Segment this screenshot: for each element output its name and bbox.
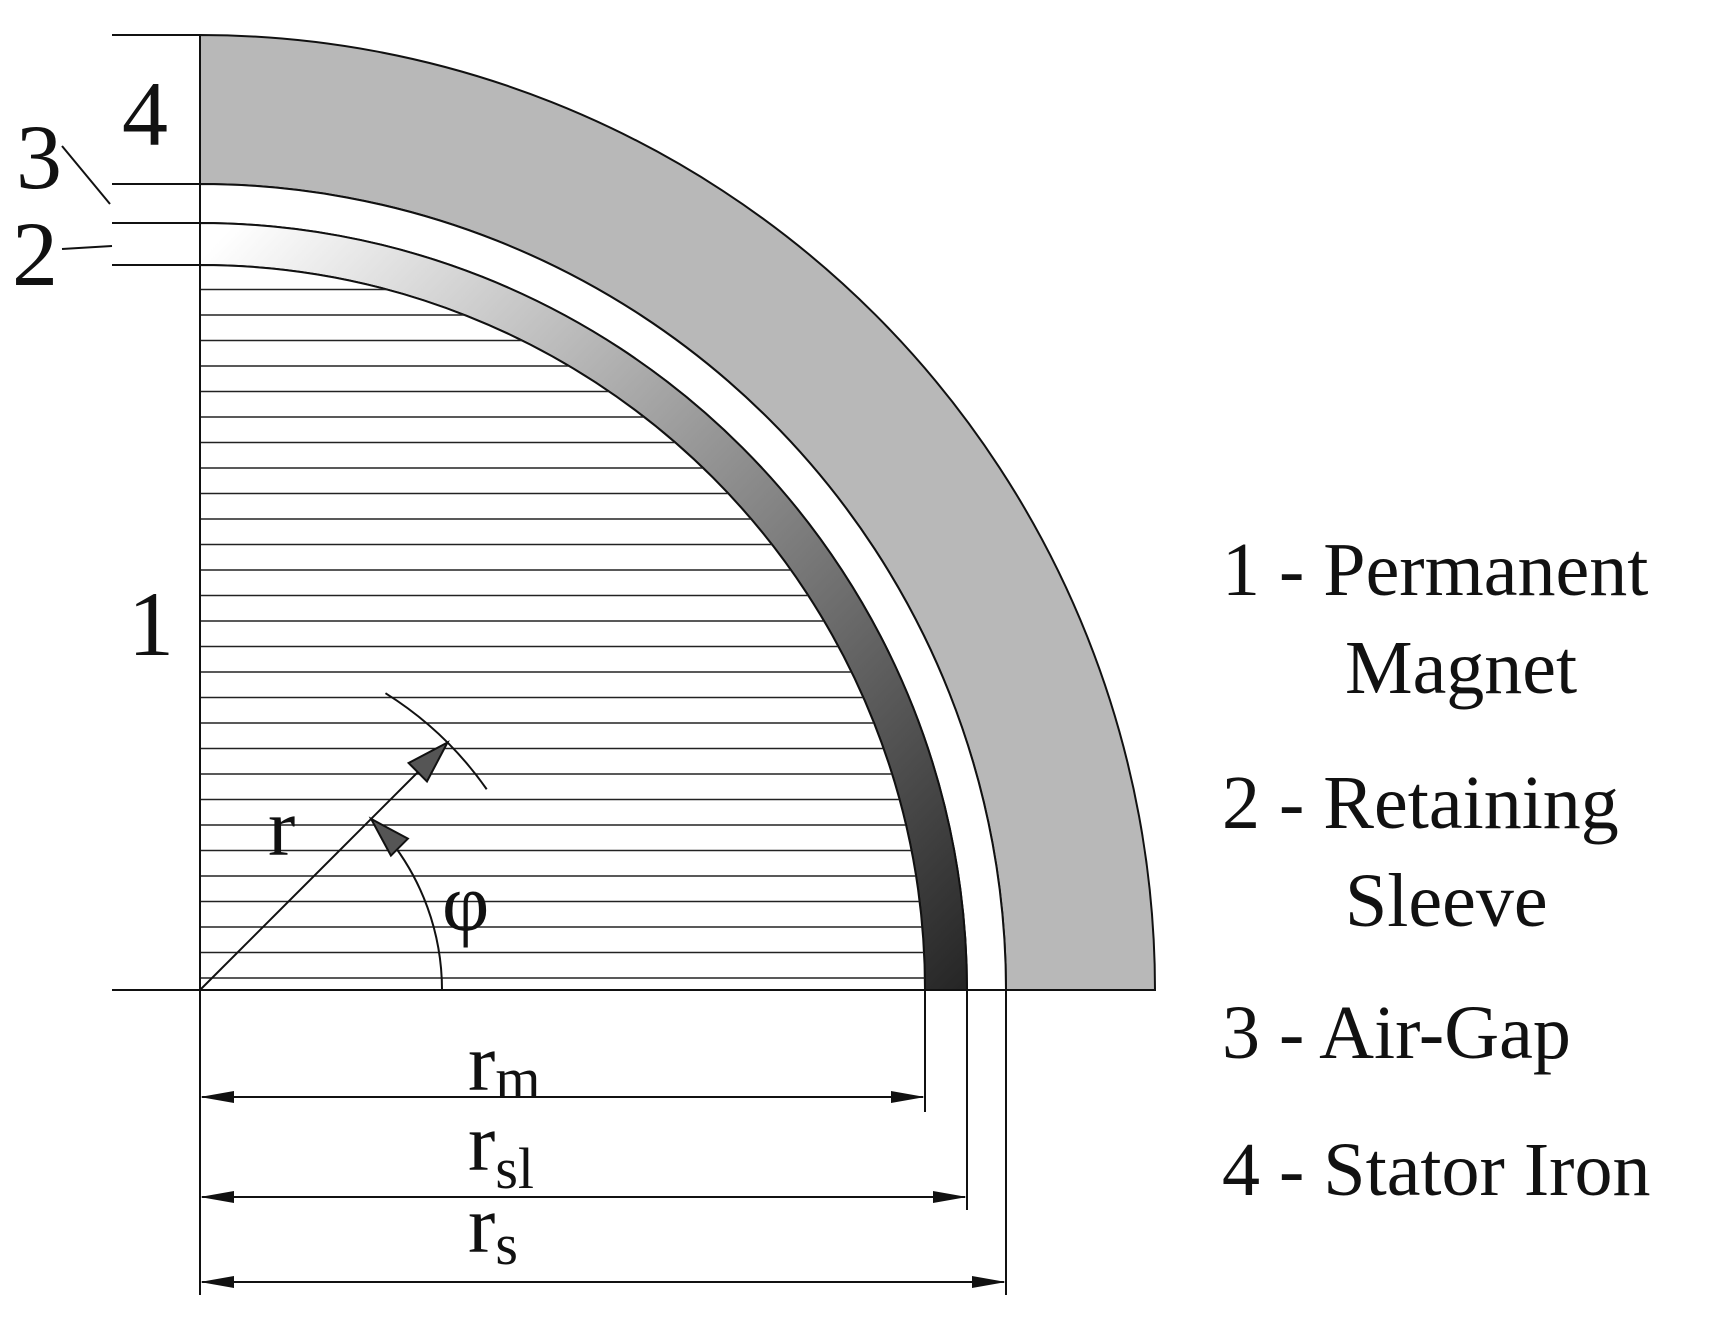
label-layer-3: 3 — [16, 106, 62, 208]
dimension-rsl-arrow-right — [933, 1191, 967, 1203]
leader-layer-2 — [61, 245, 113, 250]
label-layer-4: 4 — [122, 63, 168, 165]
label-rsl-main: r — [468, 1097, 495, 1188]
legend-item-4: 4 - Stator Iron — [1222, 1128, 1650, 1212]
leader-layer-3 — [61, 145, 111, 205]
radius-vector — [199, 755, 435, 991]
legend-item-2-line-1: 2 - Retaining — [1222, 761, 1619, 845]
label-rs-sub: s — [495, 1212, 518, 1277]
dimension-rsl-arrow-left — [200, 1191, 234, 1203]
label-layer-1: 1 — [128, 573, 174, 675]
legend-item-1-line-2: Magnet — [1345, 626, 1577, 710]
dimension-rs-arrow-left — [200, 1276, 234, 1288]
label-rsl-sub: sl — [495, 1136, 534, 1201]
label-rm: rm — [468, 1017, 540, 1111]
dimension-rm-arrow-left — [200, 1091, 234, 1103]
label-rm-sub: m — [495, 1046, 540, 1111]
symbol-angle: φ — [442, 857, 489, 948]
legend: 1 - Permanent Magnet 2 - Retaining Sleev… — [1222, 528, 1650, 1212]
label-rm-main: r — [468, 1017, 495, 1108]
radius-dimensions — [200, 1091, 1006, 1288]
dimension-rs-arrow-right — [972, 1276, 1006, 1288]
legend-item-1-line-1: 1 - Permanent — [1222, 528, 1648, 612]
legend-item-2-line-2: Sleeve — [1345, 859, 1548, 943]
label-layer-2: 2 — [12, 203, 58, 305]
dimension-guides — [112, 34, 1155, 1295]
radius-reference-arc — [384, 692, 488, 790]
label-rsl: rsl — [468, 1097, 534, 1201]
angle-arrowhead — [368, 816, 410, 858]
dimension-rm-arrow-right — [891, 1091, 925, 1103]
label-rs-main: r — [468, 1179, 495, 1270]
symbol-radius: r — [268, 782, 295, 873]
angle-arc — [384, 833, 443, 991]
legend-item-3: 3 - Air-Gap — [1222, 991, 1571, 1075]
radius-arrowhead — [406, 740, 450, 784]
label-rs: rs — [468, 1179, 518, 1277]
